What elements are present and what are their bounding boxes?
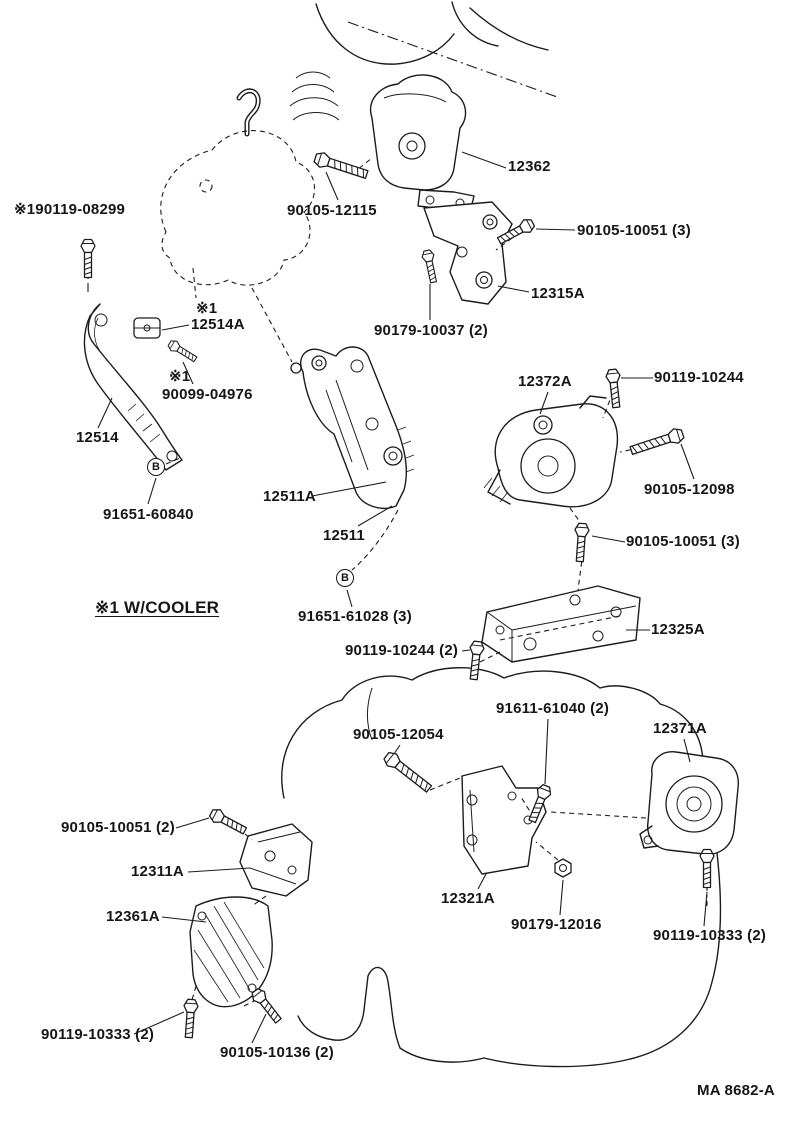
bolt-90105-10136 [248, 985, 285, 1026]
part-12311A-drawing [239, 823, 313, 897]
engine-outline [236, 1, 549, 137]
transmission-outline [160, 130, 316, 363]
part-label-12362: 12362 [508, 158, 551, 175]
part-label-12325A: 12325A [651, 621, 705, 638]
bolt-90119-08299 [80, 238, 96, 279]
body-outline [281, 667, 722, 1068]
part-12372A-drawing [483, 395, 619, 508]
part-label-12372A: 12372A [518, 373, 572, 390]
part-label-90119-10244-a: 90119-10244 [654, 369, 744, 386]
part-12325A-drawing [481, 585, 641, 663]
note-ref-2: ※1 [169, 368, 191, 385]
part-label-90179-10037: 90179-10037 (2) [374, 322, 488, 339]
bolt-90105-10051-b [572, 522, 591, 563]
part-label-12514: 12514 [76, 429, 119, 446]
part-12315A-drawing [423, 201, 513, 305]
bolt-90105-12098 [628, 426, 686, 459]
footer-code: MA 8682-A [697, 1082, 775, 1099]
part-label-90099-04976: 90099-04976 [162, 386, 253, 403]
cooler-note: ※1 W/COOLER [95, 598, 220, 617]
part-label-12315A: 12315A [531, 285, 585, 302]
bolt-90105-12115 [312, 150, 370, 183]
part-label-12511A: 12511A [263, 488, 316, 505]
bolt-90105-12054 [381, 749, 435, 796]
nut-90179-12016-drawing [554, 858, 572, 878]
part-label-90105-10051-c: 90105-10051 (2) [61, 819, 175, 836]
part-label-90105-10051-b: 90105-10051 (3) [626, 533, 740, 550]
part-label-12514A: 12514A [191, 316, 245, 333]
bolt-90119-10333-a [181, 998, 200, 1039]
part-label-90105-10051-a: 90105-10051 (3) [577, 222, 691, 239]
part-label-12311A: 12311A [131, 863, 184, 880]
part-label-90119-08299: ※190119-08299 [14, 201, 126, 218]
note-ref-1: ※1 [196, 300, 218, 317]
part-12362-drawing [369, 74, 475, 213]
part-label-90105-12115: 90105-12115 [287, 202, 377, 219]
part-label-90119-10333-b: 90119-10333 (2) [653, 927, 767, 944]
bolt-90099-04976 [166, 337, 199, 365]
part-label-12361A: 12361A [106, 908, 160, 925]
part-label-12371A: 12371A [653, 720, 707, 737]
part-12371A-drawing [639, 751, 739, 855]
part-label-90119-10244-b: 90119-10244 (2) [345, 642, 459, 659]
part-12511-drawing [290, 346, 415, 510]
fastener-marker-b1: B [147, 458, 165, 476]
part-label-12321A: 12321A [441, 890, 495, 907]
part-label-90105-12098: 90105-12098 [644, 481, 735, 498]
part-label-12511: 12511 [323, 527, 365, 544]
part-label-90179-12016: 90179-12016 [511, 916, 602, 933]
part-label-91651-61028: 91651-61028 (3) [298, 608, 412, 625]
bolt-90119-10244-a [604, 368, 624, 409]
part-label-90105-12054: 90105-12054 [353, 726, 444, 743]
part-label-90105-10136: 90105-10136 (2) [220, 1044, 334, 1061]
part-label-90119-10333-a: 90119-10333 (2) [41, 1026, 155, 1043]
part-12514-drawing [83, 303, 183, 471]
part-label-91651-60840: 91651-60840 [103, 506, 194, 523]
bolt-90119-10333-b [699, 848, 715, 889]
bolt-90105-10051-c [207, 806, 249, 838]
fastener-marker-b2: B [336, 569, 354, 587]
bolt-90179-10037 [420, 248, 440, 284]
part-12514A-drawing [133, 317, 161, 339]
part-12361A-drawing [189, 896, 273, 1008]
leader-lines [97, 151, 708, 1044]
part-label-91611-61040: 91611-61040 (2) [496, 700, 610, 717]
